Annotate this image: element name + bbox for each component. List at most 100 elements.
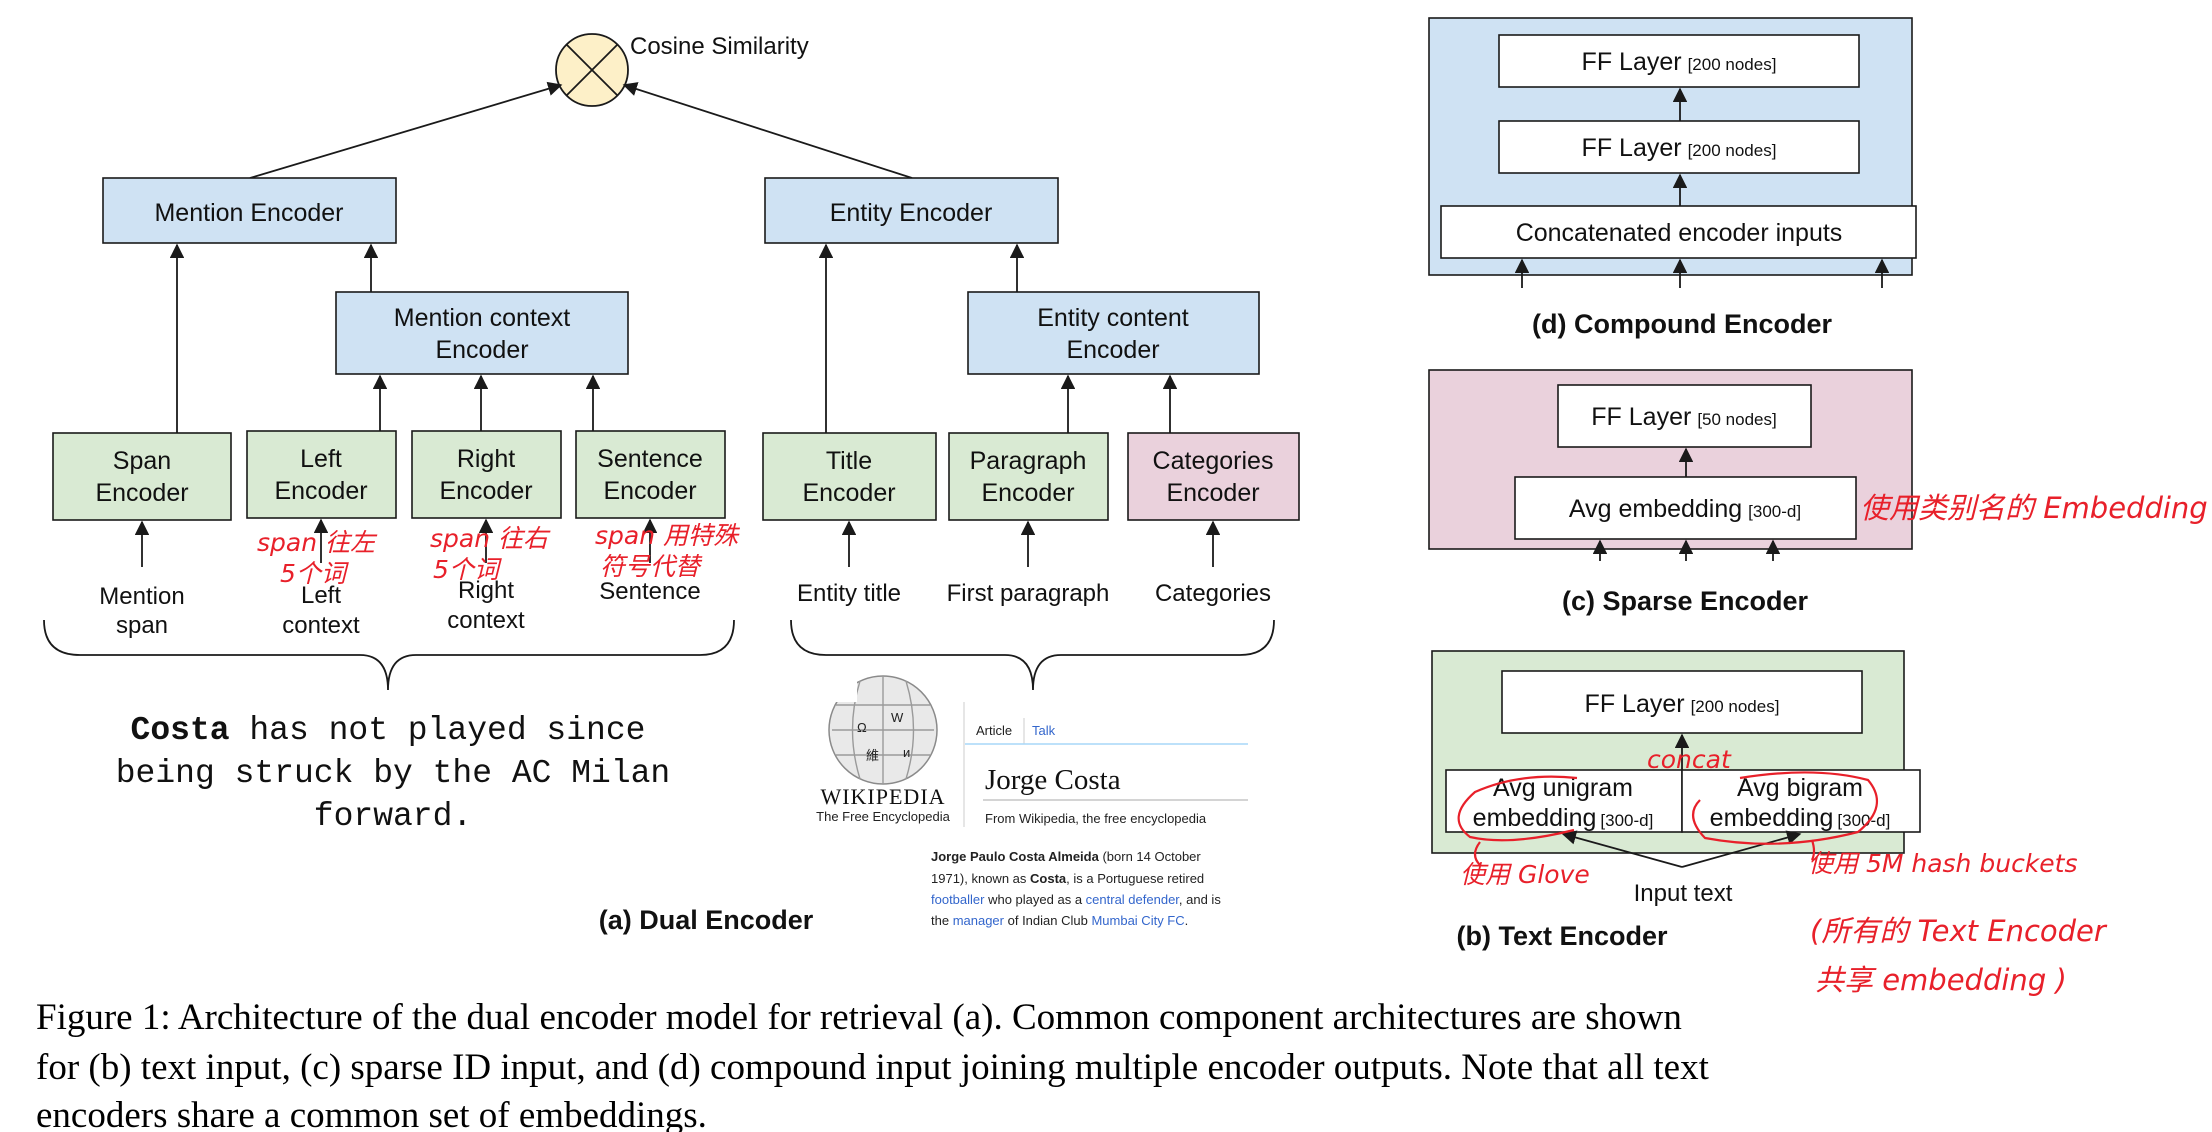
entity-content-encoder-box <box>967 291 1260 375</box>
title-encoder-label-line1: Title <box>826 447 872 475</box>
mention-context-encoder-box <box>335 291 629 375</box>
text-ff-label: FF Layer[200 nodes] <box>1585 690 1780 718</box>
sentence-encoder-label-line1: Sentence <box>597 445 703 473</box>
cosine-similarity-label: Cosine Similarity <box>630 33 809 60</box>
note-bigram-circle <box>1692 771 1878 845</box>
link-manager: manager <box>953 913 1005 928</box>
compound-ff-layer-mid <box>1498 120 1860 174</box>
example-sentence-line3: forward. <box>314 798 472 835</box>
note-left-line1: span 往左 <box>257 528 378 557</box>
note-glove-pointer <box>1473 841 1481 866</box>
tab-talk[interactable]: Talk <box>1032 723 1056 738</box>
wikipedia-snippet: Ω W и 維 WIKIPEDIA The Free Encyclopedia … <box>816 675 1248 928</box>
svg-text:Ω: Ω <box>857 720 867 735</box>
input-mention-span-line1: Mention <box>99 583 184 610</box>
figure-caption-line3: encoders share a common set of embedding… <box>36 1095 707 1132</box>
note-unigram-circle <box>1457 775 1578 842</box>
entity-encoder-box <box>764 177 1059 244</box>
left-encoder-label-line1: Left <box>300 445 342 473</box>
unigram-label-line1: Avg unigram <box>1493 774 1633 802</box>
input-first-paragraph: First paragraph <box>947 580 1110 607</box>
edge-mention-to-cosine <box>249 81 563 179</box>
example-bold-word: Costa <box>131 712 230 749</box>
sparse-avg-label: Avg embedding[300-d] <box>1569 495 1801 523</box>
sentence-encoder-box <box>575 430 726 519</box>
example-sentence-line1: Costa has not played since <box>131 712 646 749</box>
mention-context-label-line1: Mention context <box>394 304 571 332</box>
note-shared-line1: (所有的 Text Encoder <box>1810 914 2108 948</box>
input-categories: Categories <box>1155 580 1271 607</box>
categories-encoder-box <box>1127 432 1300 521</box>
svg-text:W: W <box>891 710 904 725</box>
entity-content-label-line1: Entity content <box>1037 304 1189 332</box>
mention-context-label-line2: Encoder <box>435 336 528 364</box>
tab-article[interactable]: Article <box>976 723 1012 738</box>
categories-encoder-label-line1: Categories <box>1153 447 1274 475</box>
wikipedia-text-line4: the manager of Indian Club Mumbai City F… <box>931 913 1188 928</box>
input-entity-title: Entity title <box>797 580 901 607</box>
note-buckets-pointer <box>1810 839 1816 861</box>
compound-concat-box <box>1440 205 1917 259</box>
input-sentence: Sentence <box>599 578 700 605</box>
span-encoder-label-line2: Encoder <box>95 479 188 507</box>
example-line1-rest: has not played since <box>230 712 646 749</box>
note-right-line2: 5个词 <box>433 555 503 584</box>
wikipedia-text-line3: footballer who played as a central defen… <box>931 892 1221 907</box>
span-encoder-label-line1: Span <box>113 447 171 475</box>
note-concat: concat <box>1647 745 1732 774</box>
link-mumbai-city: Mumbai City FC <box>1091 913 1184 928</box>
compound-concat-label: Concatenated encoder inputs <box>1516 219 1843 247</box>
note-hash-buckets: 使用 5M hash buckets <box>1808 849 2078 878</box>
svg-text:и: и <box>903 745 910 760</box>
entity-content-label-line2: Encoder <box>1066 336 1159 364</box>
wikipedia-globe-icon: Ω W и 維 <box>828 675 938 785</box>
compound-ff-mid-label: FF Layer[200 nodes] <box>1582 134 1777 162</box>
right-encoder-label-line2: Encoder <box>439 477 532 505</box>
input-left-context-line1: Left <box>301 582 341 609</box>
sparse-encoder-caption: (c) Sparse Encoder <box>1562 586 1809 616</box>
svg-text:維: 維 <box>866 748 879 763</box>
right-encoder-box <box>411 430 562 519</box>
text-encoder-caption: (b) Text Encoder <box>1456 921 1668 951</box>
note-right-line1: span 往右 <box>430 524 551 553</box>
paragraph-encoder-label-line2: Encoder <box>981 479 1074 507</box>
left-encoder-box <box>246 430 397 519</box>
right-encoder-label-line1: Right <box>457 445 515 473</box>
cosine-similarity-node <box>555 33 629 107</box>
mention-encoder-box <box>102 177 397 244</box>
link-footballer: footballer <box>931 892 985 907</box>
edge-entity-to-cosine <box>622 82 913 179</box>
compound-ff-top-label: FF Layer[200 nodes] <box>1582 48 1777 76</box>
mention-brace <box>43 619 735 691</box>
figure-caption-line1: Figure 1: Architecture of the dual encod… <box>36 997 1682 1038</box>
compound-ff-layer-top <box>1498 34 1860 88</box>
categories-encoder-label-line2: Encoder <box>1166 479 1259 507</box>
bigram-label-line2: embedding[300-d] <box>1710 804 1891 832</box>
note-sentence-line1: span 用特殊 <box>595 521 741 550</box>
note-sentence-line2: 符号代替 <box>600 552 703 581</box>
wikipedia-text-line1: Jorge Paulo Costa Almeida (born 14 Octob… <box>931 849 1201 864</box>
example-sentence-line2: being struck by the AC Milan <box>116 755 671 792</box>
dual-encoder-caption: (a) Dual Encoder <box>599 905 814 935</box>
wikipedia-article-title: Jorge Costa <box>985 764 1121 796</box>
note-left-line2: 5个词 <box>280 559 350 588</box>
entity-brace <box>790 619 1275 691</box>
input-right-context-line2: context <box>447 607 525 634</box>
input-right-context-line1: Right <box>458 577 514 604</box>
mention-encoder-label: Mention Encoder <box>154 199 343 227</box>
title-encoder-box <box>762 432 937 521</box>
sparse-ff-label: FF Layer[50 nodes] <box>1591 403 1776 431</box>
paragraph-encoder-box <box>948 432 1109 521</box>
figure-caption-line2: for (b) text input, (c) sparse ID input,… <box>36 1047 1710 1088</box>
link-central-defender: central defender <box>1086 892 1181 907</box>
bigram-label-line1: Avg bigram <box>1737 774 1863 802</box>
wikipedia-wordmark: WIKIPEDIA <box>820 784 945 809</box>
note-shared-line2: 共享 embedding ) <box>1815 963 2067 997</box>
input-mention-span-line2: span <box>116 612 168 639</box>
wikipedia-tagline: The Free Encyclopedia <box>816 809 950 824</box>
input-left-context-line2: context <box>282 612 360 639</box>
left-encoder-label-line2: Encoder <box>274 477 367 505</box>
text-ff-layer <box>1501 670 1863 734</box>
span-encoder-box <box>52 432 232 521</box>
title-encoder-label-line2: Encoder <box>802 479 895 507</box>
